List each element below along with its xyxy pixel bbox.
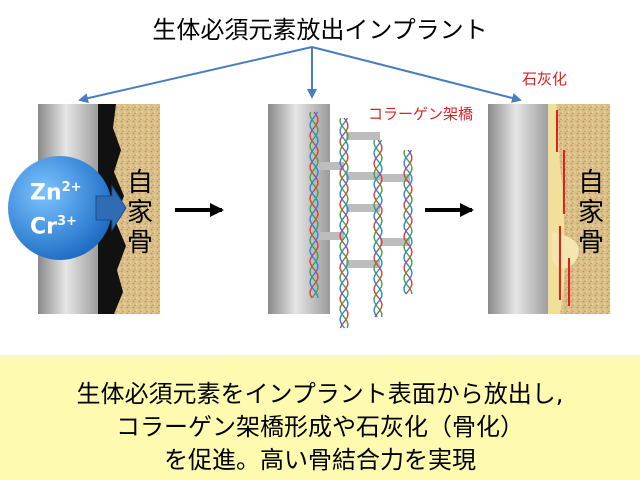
caption-line-1: 生体必須元素をインプラント表面から放出し, — [76, 380, 564, 408]
autologous-bone-label-left: 自家骨 — [126, 168, 153, 258]
helix-strand — [339, 117, 349, 329]
caption-line-2: コラーゲン架橋形成や石灰化（骨化） — [116, 413, 524, 441]
collagen-links — [316, 132, 410, 268]
panel-calcification — [488, 104, 610, 314]
implant-rod — [268, 104, 330, 314]
helix-strand — [339, 117, 349, 329]
title-pointer-arrows — [78, 46, 522, 104]
zn-ion-label: Zn2+ — [30, 180, 82, 206]
caption-line-3: を促進。高い骨結合力を実現 — [164, 446, 476, 474]
helix-strand — [373, 139, 383, 318]
calcification-lines — [556, 110, 570, 306]
helix-strand — [403, 149, 413, 295]
panel-collagen — [268, 104, 413, 329]
autologous-bone-label-right: 自家骨 — [577, 168, 604, 258]
panel-ion-release — [8, 104, 160, 314]
helix-strand — [309, 111, 319, 299]
pointer-arrow-right — [311, 46, 522, 103]
helix-strand — [309, 111, 319, 299]
pointer-arrow-left — [78, 46, 313, 104]
helix-strand — [373, 139, 383, 318]
caption-box — [0, 355, 640, 480]
release-arrow — [95, 184, 127, 232]
diagram-title: 生体必須元素放出インプラント — [152, 16, 488, 44]
collagen-helices — [309, 111, 413, 329]
mineral-patch — [552, 232, 579, 269]
ion-bubble — [8, 156, 112, 260]
helix-strand — [373, 139, 383, 318]
collagen-crosslink-label: コラーゲン架橋 — [368, 105, 474, 123]
implant-diagram — [8, 46, 610, 329]
helix-strand — [403, 149, 413, 295]
cr-ion-label: Cr3+ — [30, 214, 77, 240]
calcification-label: 石灰化 — [522, 70, 568, 88]
implant-rod — [488, 104, 550, 314]
